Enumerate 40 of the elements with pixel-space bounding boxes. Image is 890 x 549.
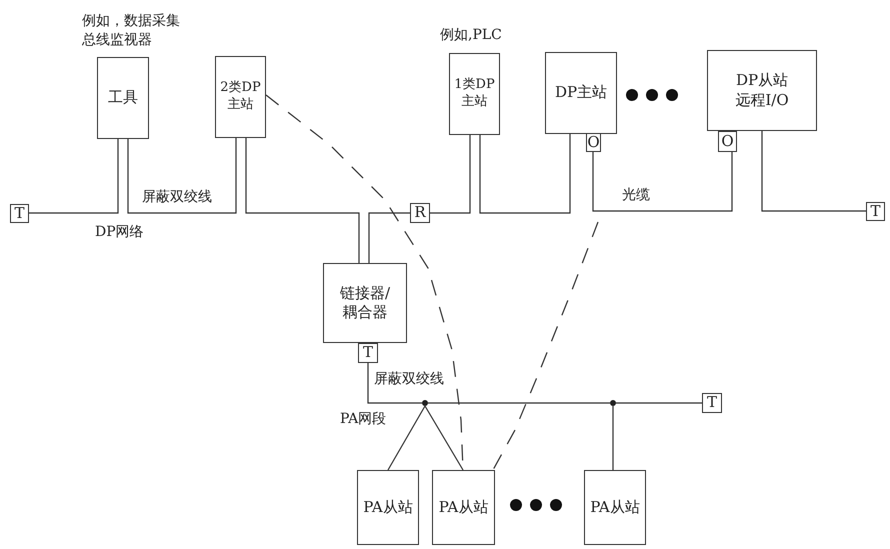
slave-station-box: PA从站 (584, 470, 646, 545)
terminator-box: T (358, 343, 378, 363)
optical-port-box: O (718, 131, 737, 152)
edge-label: 光缆 (620, 186, 652, 204)
slave-station-box: DP从站远程I/O (707, 50, 817, 131)
bus-line (368, 212, 410, 263)
edge-label: 屏蔽双绞线 (140, 188, 214, 206)
terminator-box: T (702, 393, 722, 413)
bus-line (616, 402, 702, 404)
bus-line (430, 135, 471, 214)
network-label: DP网络 (95, 223, 144, 242)
bus-line (761, 131, 866, 212)
terminator-box: T (866, 202, 885, 221)
bus-line (428, 402, 610, 404)
slave-station-box: PA从站 (357, 470, 419, 545)
tool-box: 工具 (97, 57, 149, 139)
annotation-text: 例如，数据采集总线监视器 (82, 12, 181, 50)
bus-line (29, 139, 119, 214)
bus-line (127, 138, 237, 214)
bus-line (479, 134, 571, 214)
slave-station-box: PA从站 (432, 470, 495, 545)
bus-line (367, 363, 422, 404)
coupler-box: 链接器/耦合器 (323, 263, 407, 343)
bus-line (592, 152, 733, 212)
bus-line (424, 406, 464, 470)
edge-label: 屏蔽双绞线 (372, 370, 446, 388)
junction-dot (422, 400, 428, 406)
junction-dot (610, 400, 616, 406)
master-station-box: 2类DP主站 (215, 56, 266, 138)
repeater-box: R (410, 203, 430, 223)
terminator-box: T (10, 204, 29, 223)
bus-line (612, 406, 614, 470)
annotation-text: 例如,PLC (440, 26, 503, 45)
network-label: PA网段 (340, 410, 386, 429)
master-station-box: DP主站 (545, 52, 617, 134)
bus-line (245, 138, 360, 263)
bus-line (387, 406, 426, 470)
dashed-boundary-line (492, 222, 599, 470)
master-station-box: 1类DP主站 (449, 53, 500, 135)
optical-port-box: O (586, 133, 601, 152)
